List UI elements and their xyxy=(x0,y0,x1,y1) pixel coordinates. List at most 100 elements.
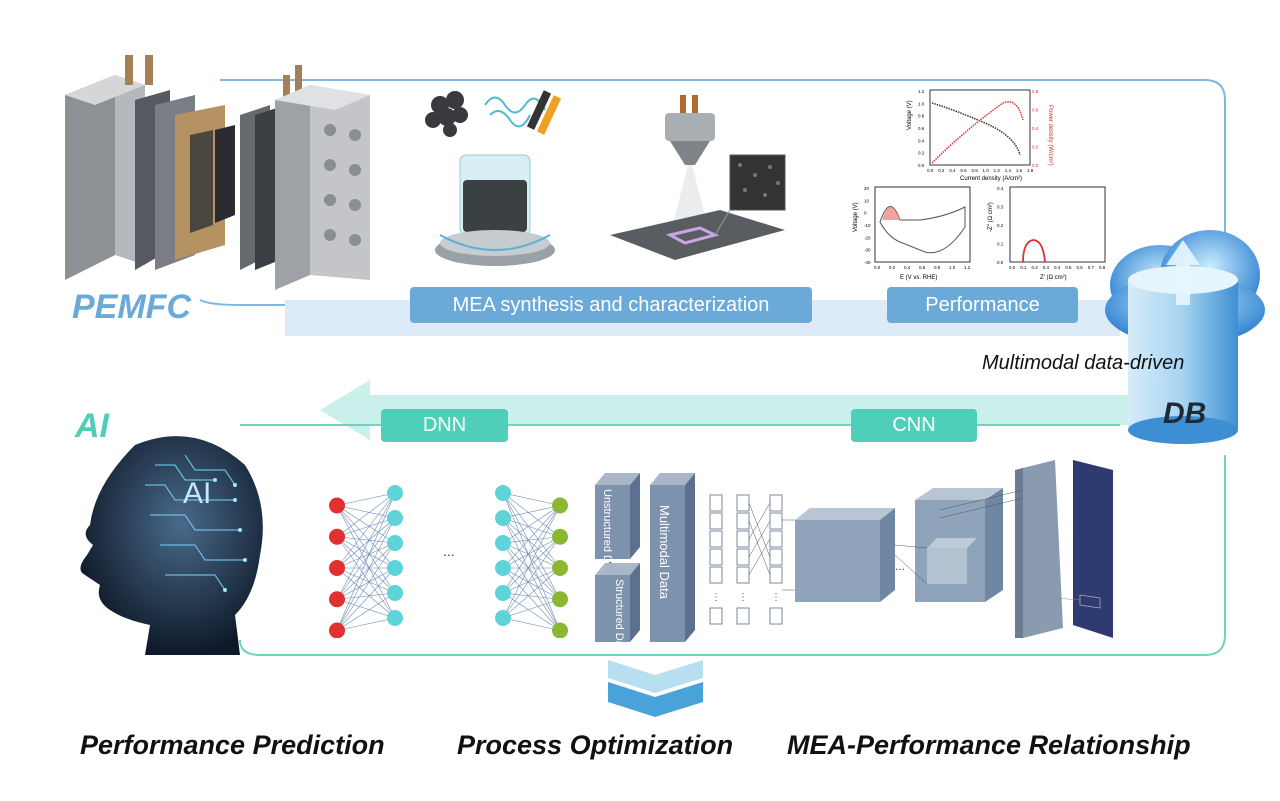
dnn-edge xyxy=(502,492,561,537)
svg-text:⋮: ⋮ xyxy=(711,592,721,603)
dnn-edge xyxy=(502,517,561,631)
dnn-edge xyxy=(336,536,396,544)
dnn-edge xyxy=(336,517,396,631)
database-cloud-illustration xyxy=(1105,230,1265,444)
dnn-edge xyxy=(502,517,561,600)
dnn-node xyxy=(552,622,568,638)
dnn-edge xyxy=(336,492,396,537)
dnn-edge xyxy=(502,542,561,600)
eis-x-tick: 0.8 xyxy=(1099,265,1106,270)
spray-coating-illustration xyxy=(610,95,786,260)
polarization-xlabel: Current density (A/cm²) xyxy=(960,176,1022,182)
eis-y-tick: 0.0 xyxy=(997,260,1004,265)
dnn-edge xyxy=(336,617,396,631)
process-optimization-label: Process Optimization xyxy=(457,730,734,760)
eis-y-tick: 0.1 xyxy=(997,242,1004,247)
cv-x-tick: 1.0 xyxy=(949,265,956,270)
dnn-node xyxy=(387,610,403,626)
dnn-edge xyxy=(502,598,561,619)
eis-xlabel: Z' (Ω cm²) xyxy=(1040,275,1067,281)
dnn-edge xyxy=(336,517,396,569)
top-frame-bottom-line xyxy=(199,299,1100,306)
cv-xlabel: E (V vs. RHE) xyxy=(900,275,937,281)
voltage-curve xyxy=(931,102,1021,156)
dnn-node xyxy=(387,560,403,576)
dnn-edge xyxy=(336,542,396,600)
polarization-plot: Voltage (V) Power density (W/cm²) Curren… xyxy=(907,89,1053,182)
cv-x-tick: 1.2 xyxy=(964,265,971,270)
dnn-node xyxy=(387,485,403,501)
dnn-edge xyxy=(502,505,561,519)
mea-synthesis-label: MEA synthesis and characterization xyxy=(410,287,812,323)
ai-head-illustration: AI xyxy=(80,436,263,655)
polarization-x-tick: 1.8 xyxy=(1027,168,1034,173)
dnn-edge xyxy=(502,492,561,600)
cnn-label: CNN xyxy=(851,409,977,442)
svg-text:⋮: ⋮ xyxy=(738,592,748,603)
dnn-edge xyxy=(336,492,396,600)
power-curve xyxy=(931,101,1024,164)
eis-y-tick: 0.2 xyxy=(997,223,1004,228)
polarization-y2-tick: 0.0 xyxy=(1032,163,1039,168)
svg-text:...: ... xyxy=(895,559,905,573)
polarization-y2label: Power density (W/cm²) xyxy=(1047,105,1053,166)
mea-performance-relationship-label: MEA-Performance Relationship xyxy=(787,730,1191,760)
eis-x-tick: 0.6 xyxy=(1077,265,1084,270)
dnn-edge xyxy=(336,536,396,569)
pemfc-stack-illustration xyxy=(65,55,370,290)
polarization-y-tick: 0.4 xyxy=(918,138,925,143)
cv-x-tick: 0.6 xyxy=(919,265,926,270)
ai-head-text: AI xyxy=(183,477,211,510)
dnn-ellipsis: ... xyxy=(443,543,455,559)
performance-prediction-label: Performance Prediction xyxy=(80,730,385,760)
eis-x-tick: 0.3 xyxy=(1043,265,1050,270)
cv-y-tick: 0 xyxy=(864,211,867,216)
dnn-node xyxy=(329,528,345,545)
eis-x-tick: 0.1 xyxy=(1020,265,1027,270)
cv-y-tick: 10 xyxy=(864,198,870,203)
unstructured-label: Unstructured Data xyxy=(601,489,613,579)
dnn-edge xyxy=(502,505,561,594)
dnn-edge xyxy=(336,542,396,631)
dnn-node xyxy=(495,560,511,576)
eis-x-tick: 0.2 xyxy=(1032,265,1039,270)
dnn-node xyxy=(495,585,511,601)
data-blocks-diagram: Unstructured Data + Structured Data Mult… xyxy=(595,473,695,645)
polarization-x-tick: 0.8 xyxy=(971,168,978,173)
dnn-node xyxy=(329,497,345,514)
polarization-y2-tick: 0.2 xyxy=(1032,145,1039,150)
eis-x-tick: 0.5 xyxy=(1065,265,1072,270)
db-label: DB xyxy=(1163,397,1207,430)
dnn-node xyxy=(329,622,345,638)
eis-arc xyxy=(1022,239,1046,263)
dnn-node xyxy=(329,560,345,576)
svg-text:⋮: ⋮ xyxy=(771,592,781,603)
top-frame-line xyxy=(220,79,1226,250)
dnn-edge xyxy=(336,567,396,594)
eis-y-tick: 0.3 xyxy=(997,205,1004,210)
dnn-edge xyxy=(502,505,561,569)
dnn-edge xyxy=(502,592,561,600)
dnn-node xyxy=(329,591,345,608)
dnn-node xyxy=(387,510,403,526)
polarization-y-tick: 0.0 xyxy=(918,163,925,168)
polarization-y2-tick: 0.4 xyxy=(1032,126,1039,131)
dnn-edge xyxy=(336,536,396,619)
dnn-edge xyxy=(502,536,561,544)
dnn-edge xyxy=(336,567,396,631)
polarization-x-tick: 1.4 xyxy=(1005,168,1012,173)
eis-y-tick: 0.4 xyxy=(997,186,1004,191)
eis-x-tick: 0.4 xyxy=(1054,265,1061,270)
polarization-x-tick: 1.0 xyxy=(983,168,990,173)
db-caption: Multimodal data-driven xyxy=(982,352,1185,374)
cv-y-tick: -30 xyxy=(864,248,871,253)
dnn-edge xyxy=(336,536,396,594)
dnn-edge xyxy=(502,492,561,506)
dnn-node xyxy=(552,560,568,576)
cv-y-tick: -40 xyxy=(864,260,871,265)
cv-y-tick: -10 xyxy=(864,223,871,228)
polarization-y2-tick: 0.8 xyxy=(1032,89,1039,94)
dnn-edge xyxy=(502,567,561,594)
